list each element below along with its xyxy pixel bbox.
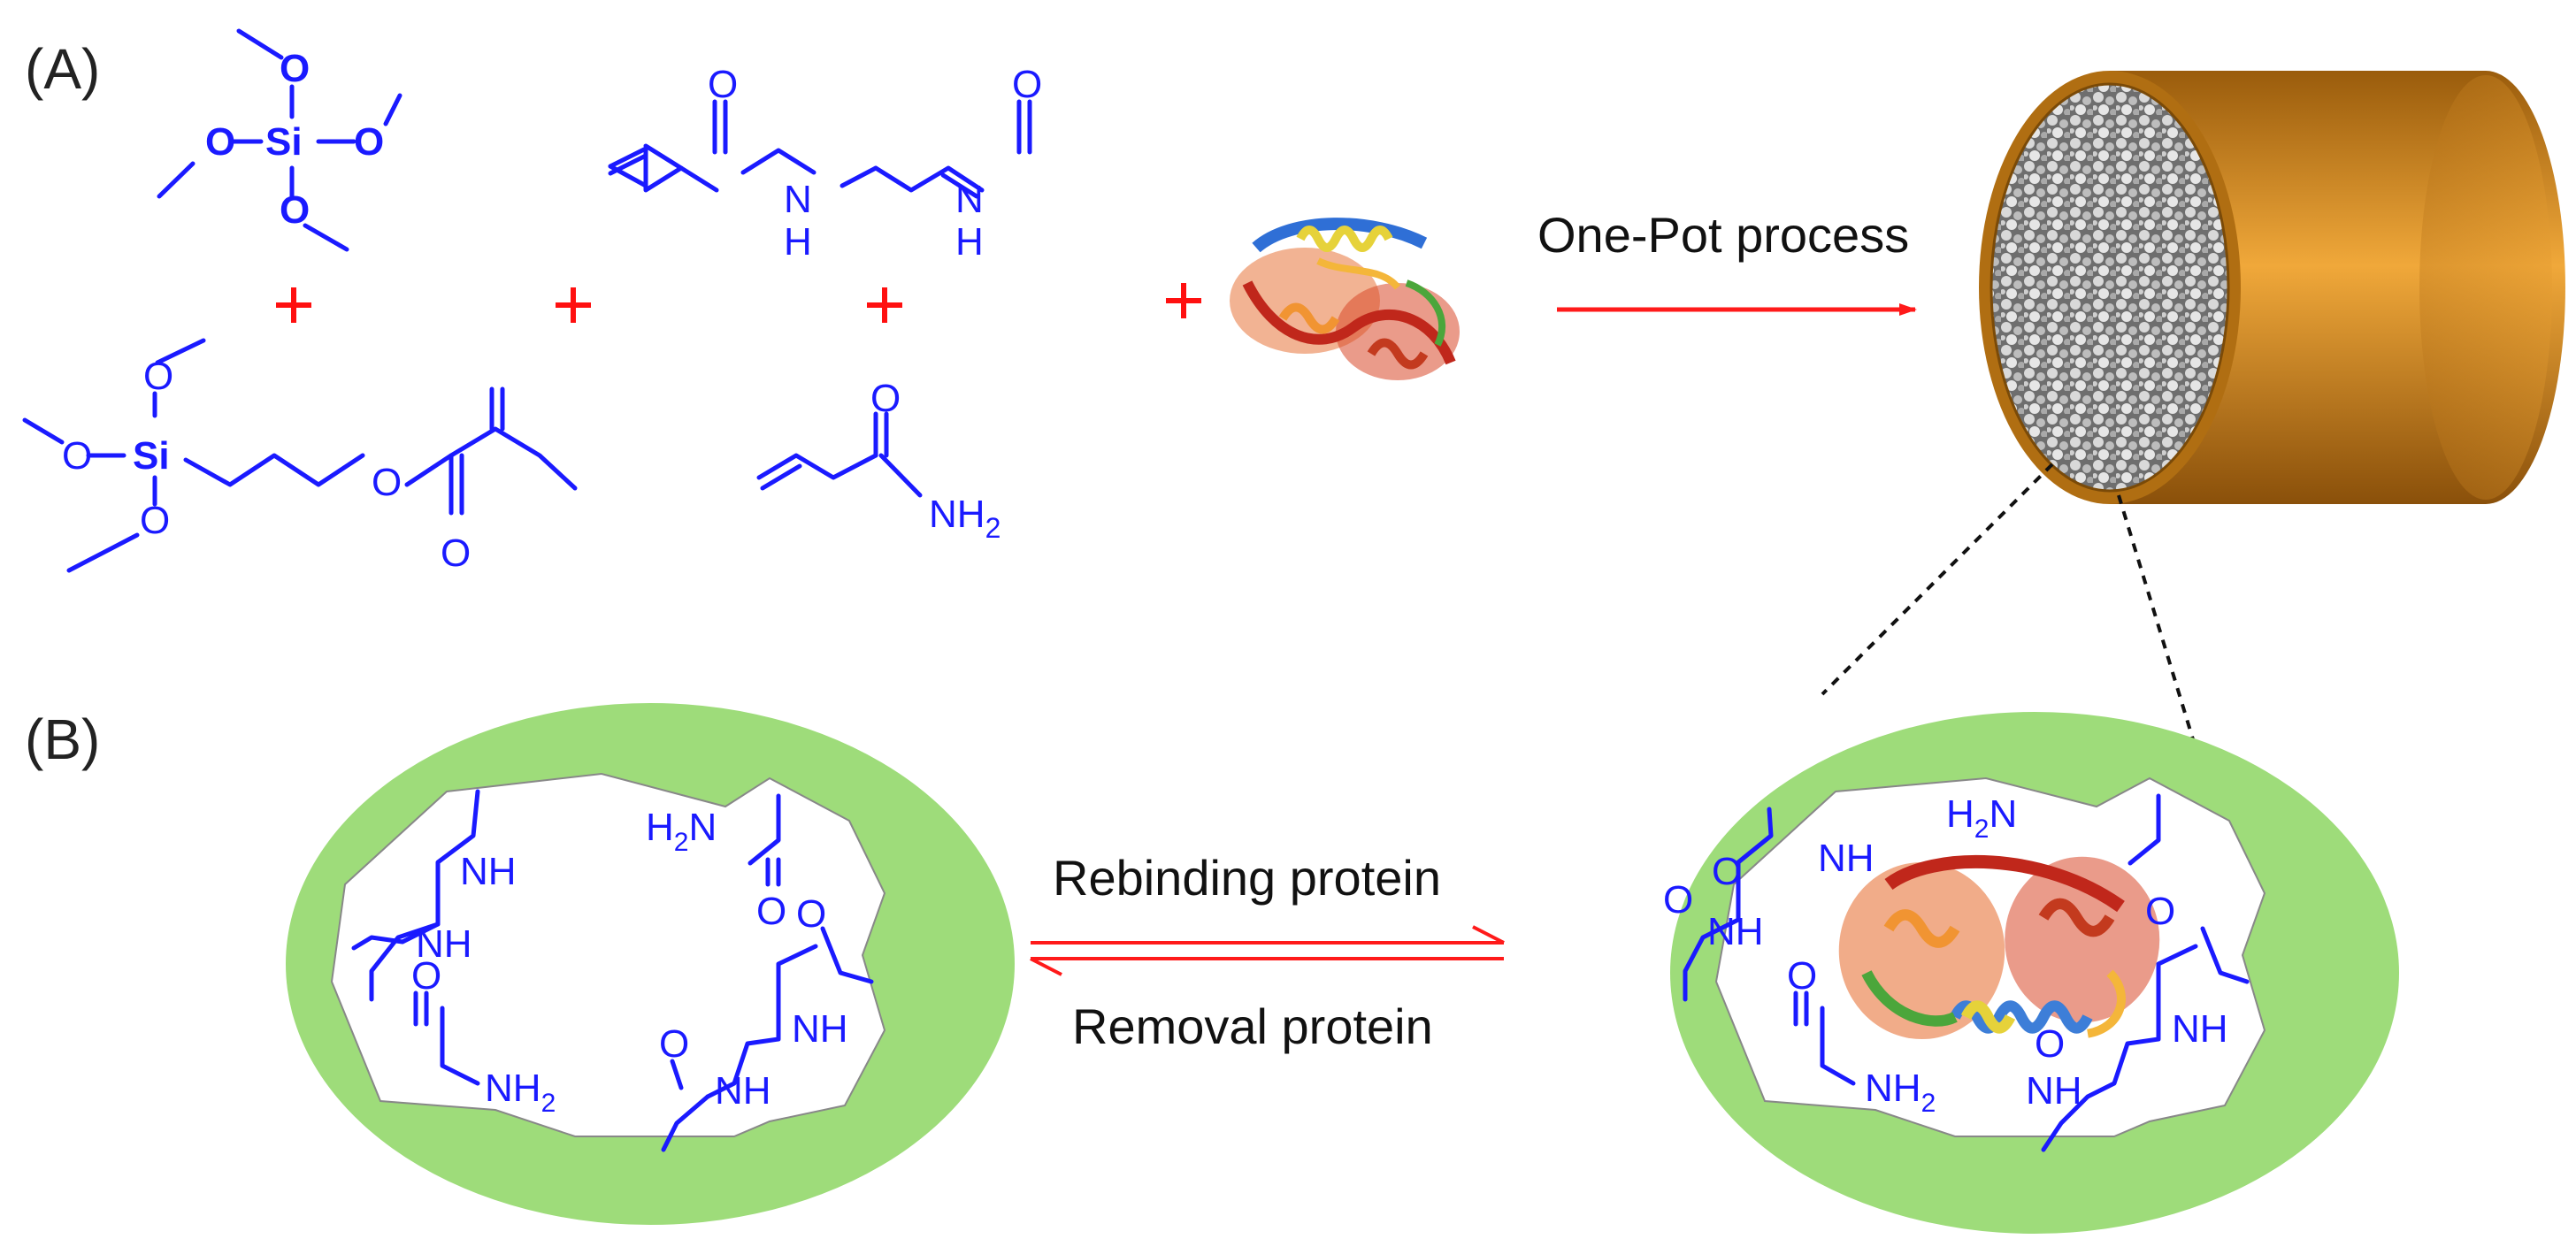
tmos-o-top: O	[280, 47, 310, 90]
zoom-line-right	[2117, 494, 2213, 801]
plus-sign-1	[276, 287, 311, 323]
bound-nh-3: NH	[2172, 1007, 2228, 1051]
tmos-o-bottom: O	[280, 188, 310, 232]
mba-o-right: O	[1012, 63, 1042, 106]
acrylamide-nh2: NH2	[929, 493, 1000, 544]
bound-o-4: O	[2145, 890, 2175, 933]
removal-label: Removal protein	[1072, 998, 1433, 1054]
cavity-h2n-1: H2N	[646, 806, 717, 857]
mba-h-right: H	[955, 220, 984, 264]
bound-h2n-1: H2N	[1946, 792, 2017, 844]
cavity-nh2-1: NH2	[485, 1067, 556, 1118]
maps-o-top: O	[143, 355, 173, 398]
plus-sign-3	[867, 287, 902, 323]
bound-protein-ribbon-icon	[1838, 854, 2160, 1039]
cavity-o-2: O	[756, 890, 786, 933]
plus-sign-4	[1166, 283, 1201, 318]
bound-nh-1: NH	[1818, 837, 1874, 880]
tmos-o-left: O	[205, 120, 235, 164]
imprinted-cavity-empty: NH NH O NH2 H2N O O NH NH O	[286, 703, 1015, 1225]
mba-o-left: O	[708, 63, 738, 106]
bound-o-3: O	[1787, 954, 1817, 998]
monolith-column-icon	[1979, 71, 2565, 504]
cavity-o-3: O	[796, 892, 826, 936]
imprinted-cavity-bound: NH O O NH O NH2 H2N O NH O NH	[1663, 712, 2399, 1234]
bound-o-1: O	[1712, 850, 1742, 893]
bound-nh-2: NH	[1707, 910, 1764, 953]
panel-label-b: (B)	[25, 707, 100, 771]
maps-si: Si	[133, 434, 170, 478]
maps-o-bottom: O	[140, 499, 170, 542]
bound-o-2: O	[1663, 878, 1693, 922]
cavity-nh-3: NH	[792, 1007, 848, 1051]
mba-structure: O O N H N H	[608, 63, 1042, 264]
mba-n-right: N	[955, 178, 984, 221]
one-pot-label: One-Pot process	[1537, 207, 1909, 263]
mba-h-left: H	[784, 220, 812, 264]
plus-sign-2	[556, 287, 591, 323]
acrylamide-o: O	[870, 377, 901, 420]
cavity-nh-4: NH	[715, 1069, 771, 1113]
tmos-structure: O Si O O O	[157, 28, 402, 252]
maps-o-ester: O	[372, 461, 402, 504]
bound-nh-4: NH	[2026, 1069, 2082, 1113]
cavity-o-1: O	[411, 954, 441, 998]
maps-o-carbonyl: O	[441, 532, 471, 575]
protein-ribbon-icon	[1230, 218, 1460, 380]
bound-o-5: O	[2035, 1022, 2065, 1066]
acrylamide-structure: O NH2	[756, 377, 1000, 544]
rebinding-label: Rebinding protein	[1053, 850, 1441, 906]
bound-nh2-1: NH2	[1865, 1067, 1936, 1118]
tmos-si: Si	[265, 120, 303, 164]
maps-structure: O Si O O O O	[22, 338, 578, 575]
equilibrium-arrows	[1030, 925, 1505, 976]
zoom-line-left	[1821, 463, 2054, 696]
panel-label-a: (A)	[25, 37, 100, 101]
tmos-o-right: O	[354, 120, 384, 164]
cavity-nh-2: NH	[416, 922, 472, 966]
maps-o-left: O	[62, 434, 92, 478]
mba-n-left: N	[784, 178, 812, 221]
cavity-nh-1: NH	[460, 850, 517, 893]
cavity-o-4: O	[659, 1022, 689, 1066]
